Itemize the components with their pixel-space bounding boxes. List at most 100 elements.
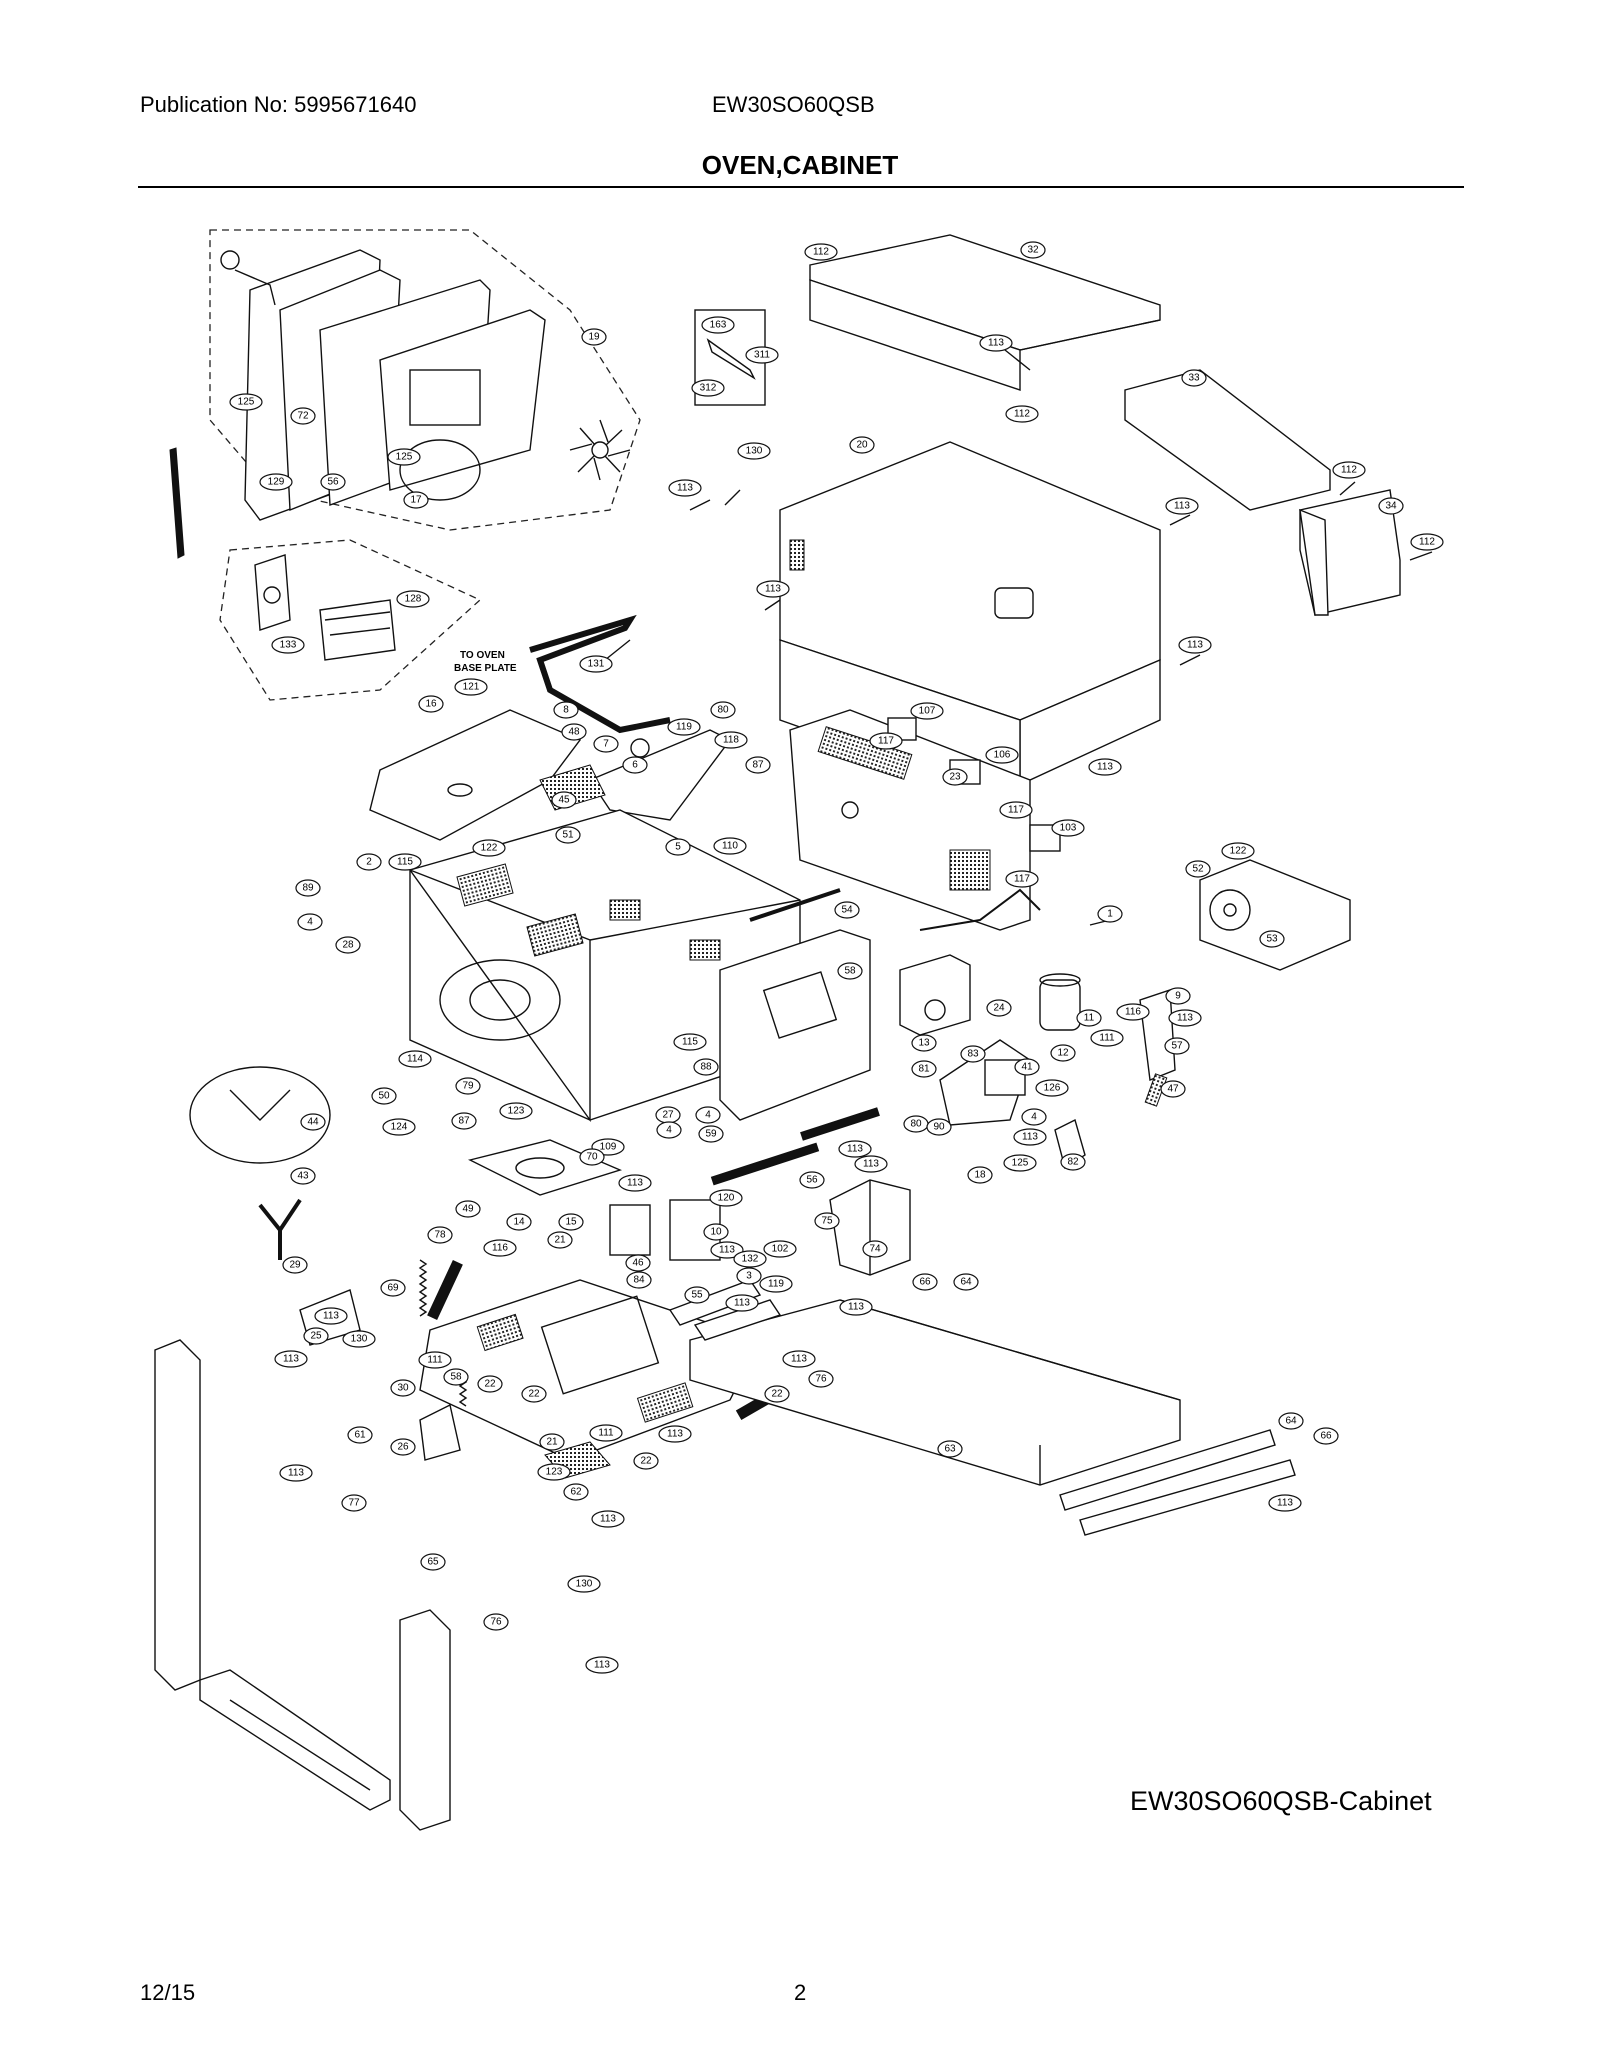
part-callout: 82 <box>1060 1153 1086 1171</box>
door-assembly-group-outline <box>209 229 641 531</box>
part-callout-number: 126 <box>1044 1083 1061 1094</box>
part-callout: 25 <box>303 1327 329 1345</box>
part-callout: 4 <box>1021 1108 1047 1126</box>
part-callout-number: 23 <box>949 772 961 783</box>
part-callout-number: 130 <box>746 446 763 457</box>
part-callout-number: 51 <box>562 830 574 841</box>
part-callout: 113 <box>1168 1009 1202 1027</box>
part-callout-number: 69 <box>387 1283 399 1294</box>
door-assembly <box>220 249 631 521</box>
part-callout-number: 27 <box>662 1110 674 1121</box>
part-callout: 130 <box>737 442 771 460</box>
part-callout-number: 121 <box>463 682 480 693</box>
hinge-26 <box>419 1403 461 1461</box>
part-callout: 27 <box>655 1106 681 1124</box>
part-callout-number: 112 <box>1419 537 1435 548</box>
part-callout: 57 <box>1164 1037 1190 1055</box>
part-callout-number: 22 <box>484 1379 496 1390</box>
part-callout: 119 <box>667 718 701 736</box>
part-callout-number: 163 <box>710 320 727 331</box>
part-callout-number: 125 <box>396 452 413 463</box>
part-callout-number: 113 <box>847 1144 863 1155</box>
part-callout: 33 <box>1181 369 1207 387</box>
part-callout-number: 78 <box>434 1230 446 1241</box>
part-callout-number: 123 <box>546 1467 563 1478</box>
part-callout-number: 102 <box>772 1244 789 1255</box>
part-callout-number: 122 <box>481 843 498 854</box>
part-callout-number: 113 <box>1277 1498 1293 1509</box>
gasket-56-b <box>800 1107 880 1141</box>
part-callout-number: 116 <box>1125 1007 1141 1018</box>
part-callout-number: 128 <box>405 594 422 605</box>
publication-number: Publication No: 5995671640 <box>140 92 417 117</box>
part-callout: 87 <box>745 756 771 774</box>
part-callout: 63 <box>937 1440 963 1458</box>
part-callout: 64 <box>1278 1412 1304 1430</box>
part-callout: 113 <box>710 1241 744 1259</box>
part-callout-number: 76 <box>815 1374 827 1385</box>
turntable-motor-plate <box>467 1139 623 1196</box>
part-callout-number: 111 <box>427 1355 443 1366</box>
part-callout: 113 <box>618 1174 652 1192</box>
part-callout: 113 <box>725 1294 759 1312</box>
part-callout-number: 113 <box>734 1298 750 1309</box>
part-callout: 51 <box>555 826 581 844</box>
part-callout-number: 117 <box>878 736 894 747</box>
part-callout-number: 113 <box>1097 762 1113 773</box>
part-callout-number: 44 <box>307 1117 319 1128</box>
part-callout: 28 <box>335 936 361 954</box>
part-callout-number: 16 <box>425 699 437 710</box>
part-callout-number: 41 <box>1021 1062 1033 1073</box>
part-callout-number: 113 <box>988 338 1004 349</box>
side-post-61 <box>154 1339 201 1691</box>
part-callout: 66 <box>912 1273 938 1291</box>
part-callout: 15 <box>558 1213 584 1231</box>
part-callout: 312 <box>691 379 725 397</box>
note-line-1: TO OVEN <box>460 650 505 661</box>
part-callout: 49 <box>455 1200 481 1218</box>
fan-motor-assembly <box>1199 859 1351 971</box>
part-callout: 114 <box>398 1050 432 1068</box>
fan-blade-icon <box>569 419 631 481</box>
part-callout-number: 112 <box>1014 409 1030 420</box>
part-callout: 19 <box>581 328 607 346</box>
part-callout: 113 <box>1088 758 1122 776</box>
part-callout: 133 <box>271 636 305 654</box>
part-callout-number: 4 <box>705 1110 711 1121</box>
part-callout: 20 <box>849 436 875 454</box>
part-callout: 124 <box>382 1118 416 1136</box>
part-callout: 46 <box>625 1254 651 1272</box>
part-callout: 56 <box>320 473 346 491</box>
part-callout: 123 <box>537 1463 571 1481</box>
part-callout: 113 <box>585 1656 619 1674</box>
air-duct-part <box>1299 489 1401 616</box>
part-callout: 77 <box>341 1494 367 1512</box>
part-callout-number: 113 <box>1177 1013 1193 1024</box>
part-callout-number: 114 <box>407 1054 423 1065</box>
exploded-parts-diagram: TO OVEN BASE PLATE <box>154 229 1444 1831</box>
part-callout: 3 <box>736 1267 762 1285</box>
part-callout-number: 66 <box>1320 1431 1332 1442</box>
part-callout-number: 14 <box>513 1217 525 1228</box>
part-callout-number: 113 <box>1022 1132 1038 1143</box>
part-callout-number: 110 <box>722 841 738 852</box>
part-callout-number: 21 <box>546 1437 558 1448</box>
part-callout: 69 <box>380 1279 406 1297</box>
part-callout-number: 111 <box>598 1428 614 1439</box>
part-callout-number: 63 <box>944 1444 956 1455</box>
part-callout: 130 <box>342 1330 376 1348</box>
part-callout-number: 113 <box>1174 501 1190 512</box>
part-callout-number: 24 <box>993 1003 1005 1014</box>
part-callout-number: 43 <box>297 1171 309 1182</box>
footer-date: 12/15 <box>140 1980 196 2005</box>
part-callout-number: 3 <box>746 1271 752 1282</box>
part-callout: 30 <box>390 1379 416 1397</box>
part-callout-number: 113 <box>323 1311 339 1322</box>
part-callout: 83 <box>960 1045 986 1063</box>
part-callout: 113 <box>854 1155 888 1173</box>
part-callout-number: 58 <box>844 966 856 977</box>
part-callout-number: 64 <box>1285 1416 1297 1427</box>
part-callout: 111 <box>418 1351 452 1369</box>
part-callout-number: 113 <box>627 1178 643 1189</box>
